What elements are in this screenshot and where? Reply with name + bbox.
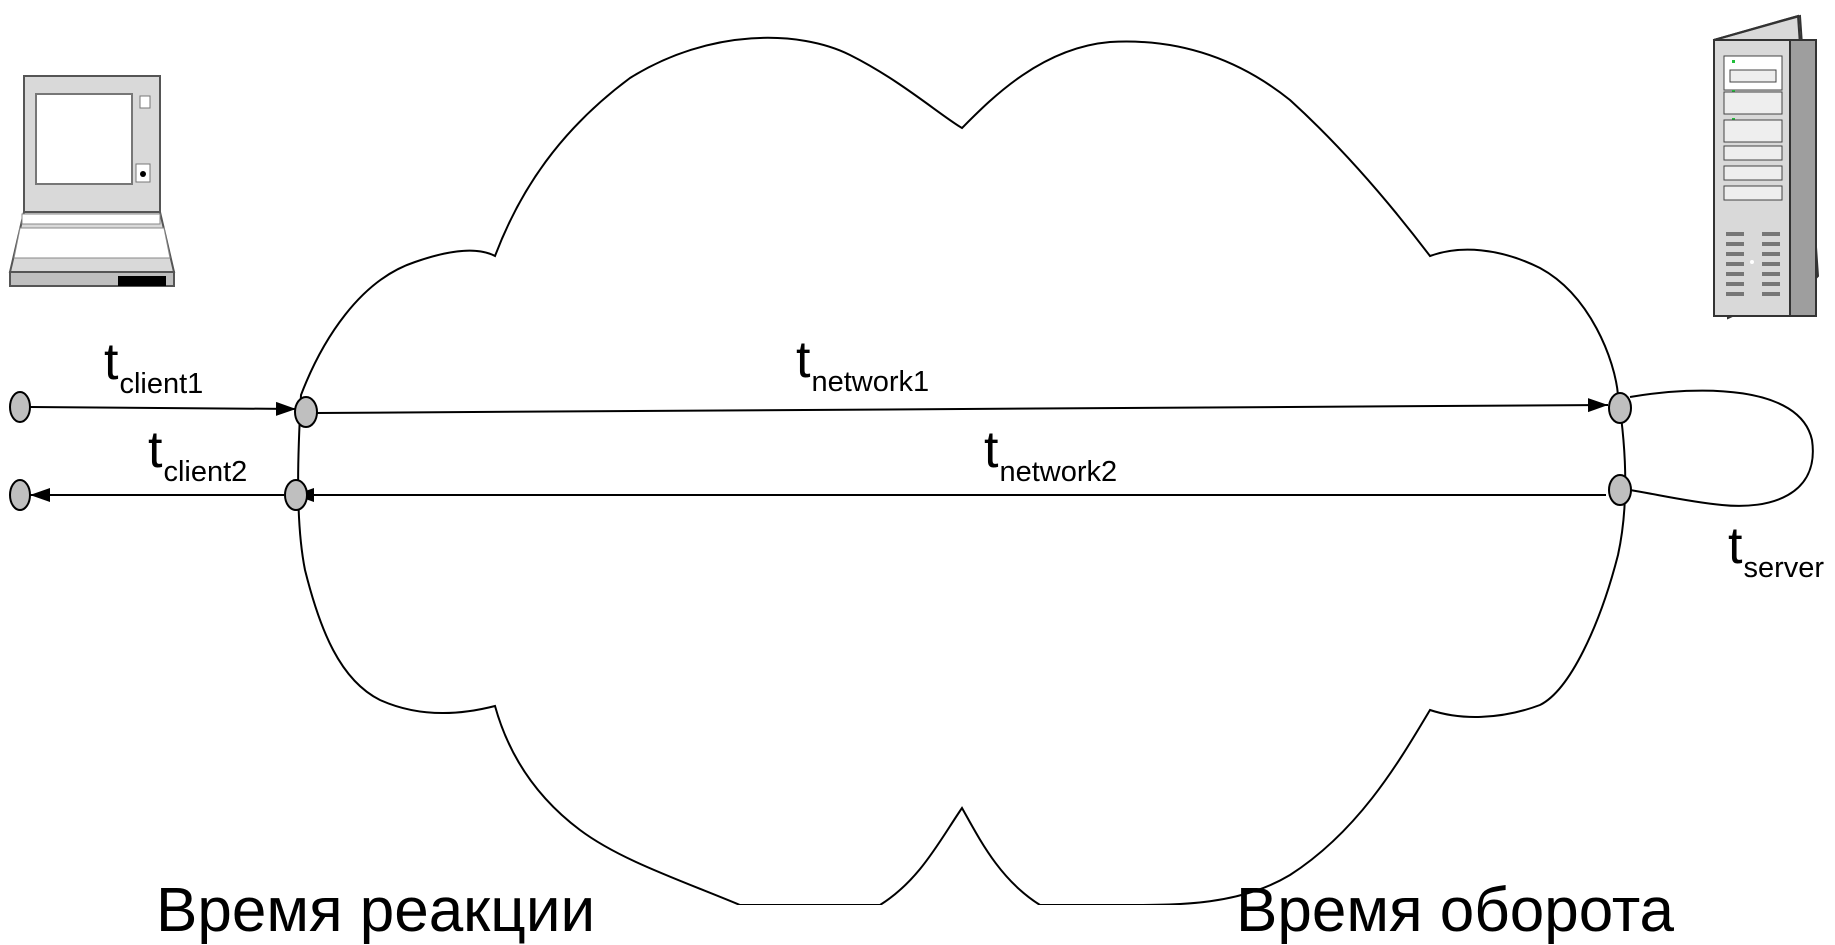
caption-round-trip-time: Время оборота bbox=[1236, 876, 1674, 945]
server-out-node bbox=[1608, 474, 1632, 506]
client-start-node bbox=[9, 391, 31, 423]
label-t-network1: tnetwork1 bbox=[796, 331, 930, 398]
client-end-node bbox=[9, 479, 31, 511]
network-exit-node bbox=[284, 479, 308, 511]
network-cloud bbox=[297, 36, 1627, 905]
label-t-client2: tclient2 bbox=[148, 421, 248, 488]
label-t-client1: tclient1 bbox=[104, 333, 204, 400]
server-processing-loop bbox=[1629, 389, 1814, 507]
label-t-network2: tnetwork2 bbox=[984, 421, 1118, 488]
caption-response-time: Время реакции bbox=[156, 876, 596, 945]
network-entry-node bbox=[294, 396, 318, 428]
client-request-arrow bbox=[29, 401, 297, 416]
server-in-node bbox=[1608, 392, 1632, 424]
laptop-icon bbox=[8, 75, 176, 287]
label-t-server: tserver bbox=[1728, 517, 1825, 584]
network-timing-diagram bbox=[8, 14, 1820, 905]
network-request-arrow bbox=[315, 398, 1609, 414]
server-tower-icon bbox=[1712, 14, 1820, 320]
